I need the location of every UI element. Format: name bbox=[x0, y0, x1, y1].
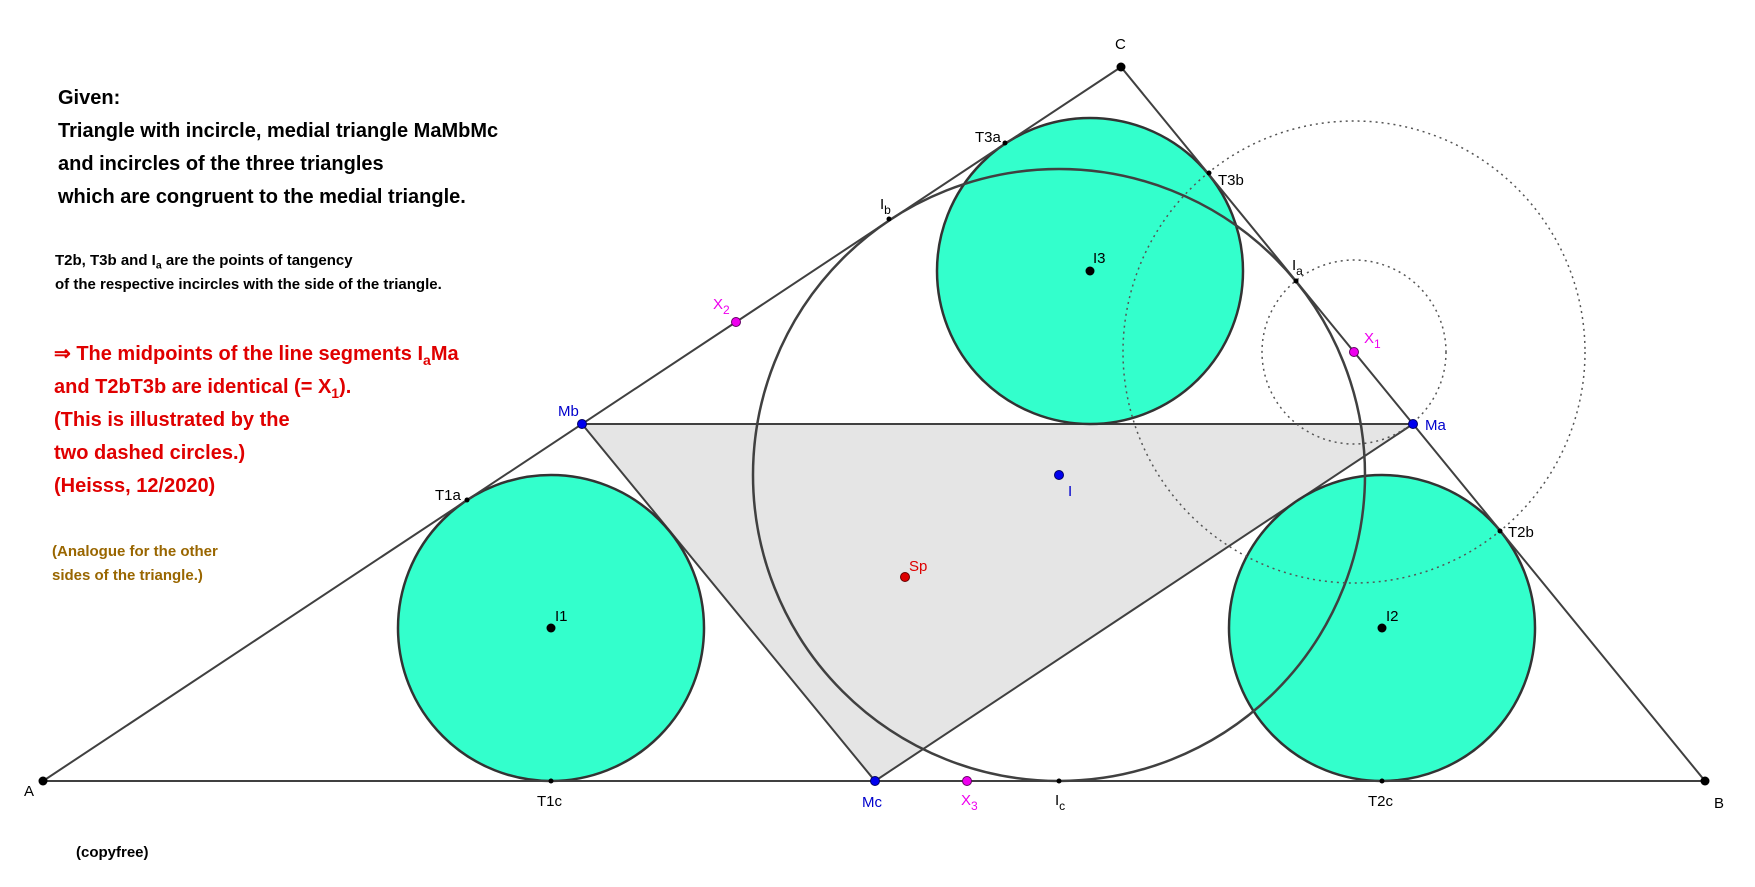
tangency-note: T2b, T3b and Ia are the points of tangen… bbox=[55, 249, 442, 297]
label-Ib: Ib bbox=[880, 196, 891, 217]
center-I1[interactable] bbox=[546, 623, 556, 633]
label-I1: I1 bbox=[555, 608, 568, 625]
point-X3[interactable] bbox=[962, 776, 972, 786]
dashed-circle-small[interactable] bbox=[1261, 259, 1447, 445]
point-Sp[interactable] bbox=[900, 572, 910, 582]
point-I[interactable] bbox=[1054, 470, 1064, 480]
result-line-4: two dashed circles.) bbox=[54, 442, 246, 464]
point-T3a[interactable] bbox=[1002, 140, 1008, 146]
result-text-block: ⇒ The midpoints of the line segments IaM… bbox=[54, 338, 459, 503]
label-X1: X1 bbox=[1364, 330, 1381, 351]
point-T2c[interactable] bbox=[1379, 778, 1385, 784]
point-Ic[interactable] bbox=[1056, 778, 1062, 784]
label-T2b: T2b bbox=[1508, 524, 1534, 541]
label-X3: X3 bbox=[961, 792, 978, 813]
analogue-line-2: sides of the triangle.) bbox=[52, 567, 203, 584]
point-T1c[interactable] bbox=[548, 778, 554, 784]
result-line-5: (Heisss, 12/2020) bbox=[54, 475, 216, 497]
result-line-1: ⇒ The midpoints of the line segments IaM… bbox=[54, 343, 459, 368]
given-line-2: and incircles of the three triangles bbox=[58, 153, 384, 175]
label-C: C bbox=[1115, 36, 1126, 53]
label-I3: I3 bbox=[1093, 250, 1106, 267]
dashed-circle-large[interactable] bbox=[1122, 120, 1586, 584]
point-Ma[interactable] bbox=[1408, 419, 1418, 429]
result-line-2: and T2bT3b are identical (= X1). bbox=[54, 376, 352, 401]
vertex-A[interactable] bbox=[38, 776, 48, 786]
label-Ic: Ic bbox=[1055, 792, 1065, 813]
point-T2b[interactable] bbox=[1497, 528, 1503, 534]
analogue-line-1: (Analogue for the other bbox=[52, 543, 218, 560]
point-X2[interactable] bbox=[731, 317, 741, 327]
label-Sp: Sp bbox=[909, 558, 927, 575]
point-Mb[interactable] bbox=[577, 419, 587, 429]
given-line-3: which are congruent to the medial triang… bbox=[58, 186, 466, 208]
given-heading: Given: bbox=[58, 87, 121, 109]
point-Ia[interactable] bbox=[1293, 278, 1299, 284]
label-I2: I2 bbox=[1386, 608, 1399, 625]
label-X2: X2 bbox=[713, 296, 730, 317]
copyright-note: (copyfree) bbox=[76, 844, 149, 861]
label-B: B bbox=[1714, 795, 1724, 812]
point-Ib[interactable] bbox=[886, 216, 892, 222]
label-T1a: T1a bbox=[435, 487, 462, 504]
result-line-3: (This is illustrated by the bbox=[54, 409, 290, 431]
center-I3[interactable] bbox=[1085, 266, 1095, 276]
medial-triangle[interactable] bbox=[579, 423, 1417, 783]
label-T1c: T1c bbox=[537, 793, 563, 810]
label-Ma: Ma bbox=[1425, 417, 1446, 434]
label-A: A bbox=[24, 783, 34, 800]
analogue-note: (Analogue for the other sides of the tri… bbox=[52, 540, 218, 588]
vertex-B[interactable] bbox=[1700, 776, 1710, 786]
tangency-points bbox=[464, 140, 1503, 784]
point-T1a[interactable] bbox=[464, 497, 470, 503]
given-text-block: Given: Triangle with incircle, medial tr… bbox=[58, 82, 498, 214]
label-Ia: Ia bbox=[1292, 257, 1303, 278]
point-Mc[interactable] bbox=[870, 776, 880, 786]
given-line-1: Triangle with incircle, medial triangle … bbox=[58, 120, 499, 142]
label-T2c: T2c bbox=[1368, 793, 1394, 810]
center-I2[interactable] bbox=[1377, 623, 1387, 633]
note-line-2: of the respective incircles with the sid… bbox=[55, 276, 442, 293]
note-line-1: T2b, T3b and Ia are the points of tangen… bbox=[55, 252, 353, 272]
vertex-C[interactable] bbox=[1116, 62, 1126, 72]
point-T3b[interactable] bbox=[1206, 170, 1212, 176]
label-T3a: T3a bbox=[975, 129, 1002, 146]
label-Mb: Mb bbox=[558, 403, 579, 420]
label-I: I bbox=[1068, 483, 1072, 500]
label-Mc: Mc bbox=[862, 794, 882, 811]
point-X1[interactable] bbox=[1349, 347, 1359, 357]
label-T3b: T3b bbox=[1218, 172, 1244, 189]
